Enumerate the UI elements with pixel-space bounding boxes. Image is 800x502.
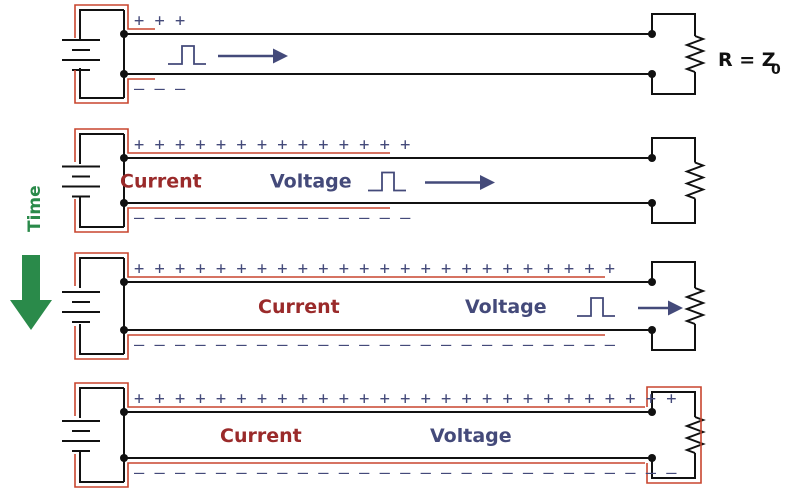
current-label: Current <box>220 425 302 447</box>
time-label: Time <box>25 185 45 232</box>
load-wire <box>651 137 696 163</box>
plus-charges: + + + <box>134 11 185 31</box>
minus-charges: — — — — — — — — — — — — — — <box>134 208 411 228</box>
plus-charges: + + + + + + + + + + + + + + + + + + + + … <box>134 389 676 409</box>
load-wire <box>651 261 696 288</box>
plus-charges: + + + + + + + + + + + + + + + + + + + + … <box>134 259 615 279</box>
voltage-label: Voltage <box>270 171 352 193</box>
current-path <box>74 70 155 104</box>
load-wire <box>651 391 696 417</box>
source-wire <box>79 9 124 40</box>
load-wire <box>651 13 696 36</box>
current-path <box>74 4 155 38</box>
resistor-icon <box>684 161 706 200</box>
current-path <box>74 128 390 162</box>
load-wire <box>651 198 696 224</box>
junction-dot <box>120 278 128 286</box>
source-wire <box>79 133 124 164</box>
minus-charges: — — — <box>134 79 186 99</box>
time-arrow-icon <box>10 255 52 330</box>
junction-dot <box>120 454 128 462</box>
current-path <box>74 199 390 233</box>
load-wire <box>651 453 696 479</box>
resistor-icon <box>684 35 706 73</box>
stage-1: + + + — — — <box>62 4 706 104</box>
junction-dot <box>120 408 128 416</box>
current-path <box>74 252 605 286</box>
junction-dot <box>120 199 128 207</box>
voltage-pulse-icon <box>368 171 406 192</box>
current-path <box>74 382 645 416</box>
load-wire <box>651 324 696 351</box>
source-wire <box>79 452 124 483</box>
source-wire <box>79 387 124 418</box>
current-label: Current <box>120 171 202 193</box>
current-label: Current <box>258 296 340 318</box>
load-current-path <box>646 386 702 484</box>
source-wire <box>79 257 124 288</box>
stage-2: + + + + + + + + + + + + + + — — — — — — —… <box>62 128 706 233</box>
source-wire <box>79 197 124 228</box>
stages: + + + — — — + + + + + + + + + + + + + + — —… <box>62 4 706 488</box>
minus-charges: — — — — — — — — — — — — — — — — — — — — … <box>134 335 616 355</box>
stage-3: + + + + + + + + + + + + + + + + + + + + … <box>62 252 706 360</box>
voltage-pulse-icon <box>577 297 615 317</box>
junction-dot <box>120 154 128 162</box>
junction-dot <box>120 30 128 38</box>
junction-dot <box>120 326 128 334</box>
source-wire <box>79 68 124 99</box>
stage-4: + + + + + + + + + + + + + + + + + + + + … <box>62 382 706 488</box>
plus-charges: + + + + + + + + + + + + + + <box>134 135 410 155</box>
minus-charges: — — — — — — — — — — — — — — — — — — — — … <box>134 463 677 483</box>
resistor-label: R = Z 0 <box>718 49 781 78</box>
voltage-label: Voltage <box>465 296 547 318</box>
resistor-icon <box>684 287 706 325</box>
source-wire <box>79 324 124 355</box>
current-path <box>74 326 605 360</box>
load-wire <box>651 72 696 95</box>
current-path <box>74 454 645 488</box>
voltage-label: Voltage <box>430 425 512 447</box>
junction-dot <box>120 70 128 78</box>
resistor-label-subscript: 0 <box>771 62 781 78</box>
voltage-pulse-icon <box>168 45 206 65</box>
resistor-label-text: R = Z <box>718 49 776 71</box>
time-indicator: Time <box>10 185 52 330</box>
